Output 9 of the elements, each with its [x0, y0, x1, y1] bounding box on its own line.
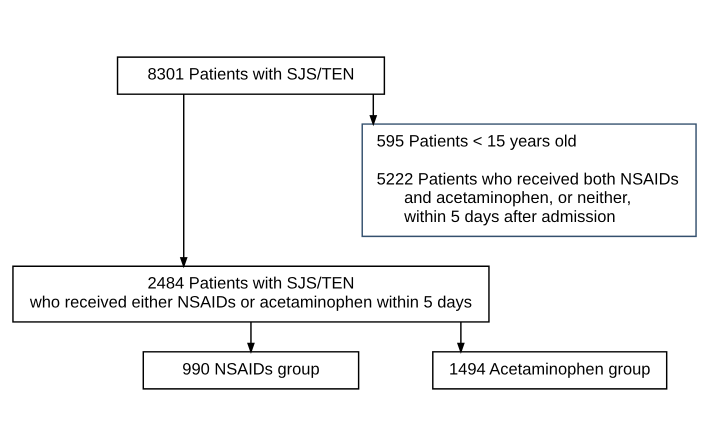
arrow	[369, 94, 378, 126]
node-box: 8301 Patients with SJS/TEN	[116, 56, 386, 95]
node-box: 1494 Acetaminophen group	[432, 351, 668, 390]
arrow	[456, 322, 465, 354]
arrow	[180, 94, 188, 268]
node-box: 595 Patients < 15 years old 5222 Patients who received both NSAIDs and acetaminophen, or neither, within 5 days after admission	[362, 123, 697, 238]
arrow	[247, 322, 255, 354]
node-box: 2484 Patients with SJS/TEN who received either NSAIDs or acetaminophen within 5 days	[12, 266, 490, 323]
node-box: 990 NSAIDs group	[142, 351, 360, 390]
